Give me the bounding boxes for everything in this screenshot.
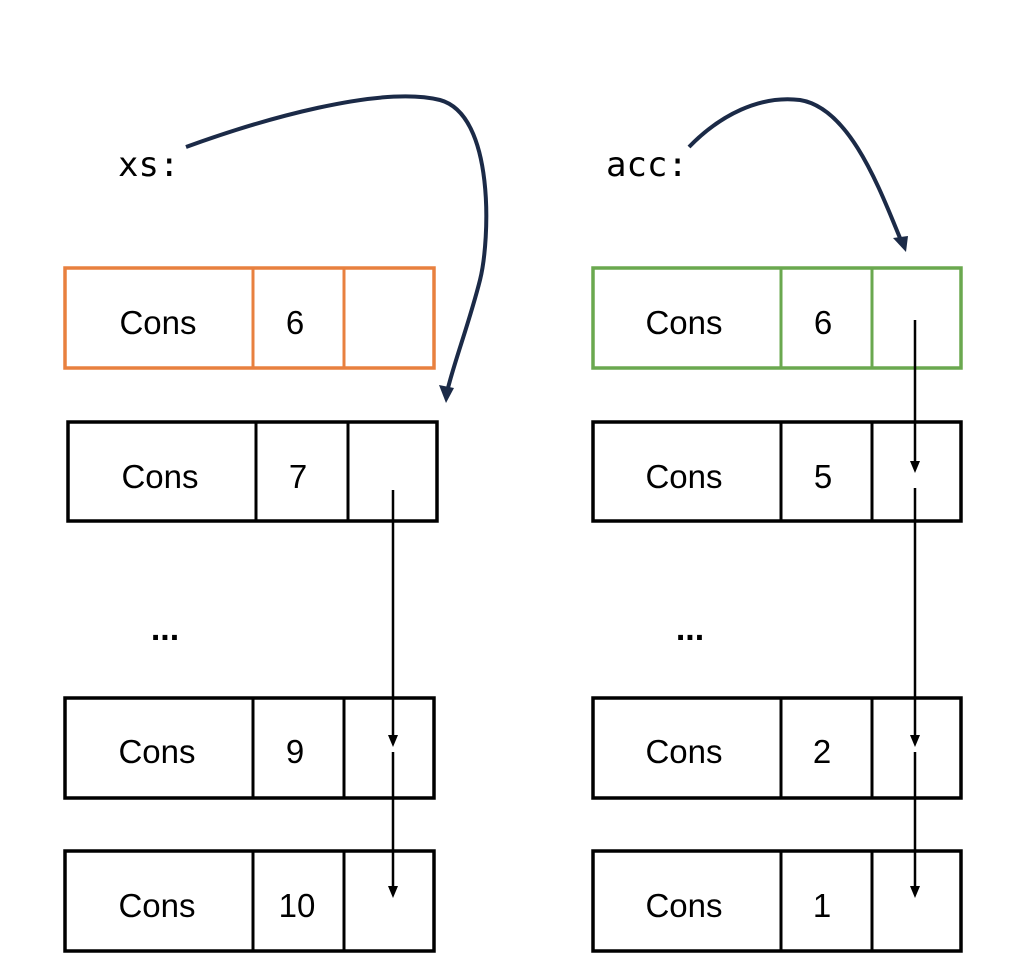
arrowhead-icon xyxy=(893,236,908,252)
arrowhead-icon xyxy=(439,385,454,403)
acc-next-arrow-2 xyxy=(910,752,920,898)
cons-label: Cons xyxy=(119,304,196,341)
acc-next-arrow-1 xyxy=(910,488,920,747)
acc-cell-1: Cons 5 xyxy=(591,420,963,523)
cons-box xyxy=(63,849,436,953)
acc-cell-0: Cons 6 xyxy=(591,266,963,370)
cons-box xyxy=(591,266,963,370)
xs-cell-0: Cons 6 xyxy=(63,266,436,370)
arrowhead-icon xyxy=(910,886,920,898)
cell-value: 7 xyxy=(289,458,307,495)
xs-cell-3: Cons 10 xyxy=(63,849,436,953)
acc-next-arrow-0 xyxy=(910,320,920,473)
acc-pointer-curve xyxy=(687,97,902,239)
acc-cell-2: Cons 2 xyxy=(591,696,963,800)
xs-next-arrow-2 xyxy=(388,752,398,898)
acc-label: acc: xyxy=(606,145,688,185)
cell-value: 6 xyxy=(814,304,832,341)
xs-next-arrow-1 xyxy=(388,490,398,747)
xs-pointer-arrow xyxy=(185,94,489,403)
arrowhead-icon xyxy=(388,735,398,747)
acc-cell-3: Cons 1 xyxy=(591,849,963,953)
arrowhead-icon xyxy=(910,735,920,747)
cell-value: 9 xyxy=(286,733,304,770)
cell-value: 5 xyxy=(814,458,832,495)
acc-pointer-arrow xyxy=(687,97,908,252)
xs-label: xs: xyxy=(118,145,179,185)
xs-cell-1: Cons 7 xyxy=(66,420,439,523)
cons-box xyxy=(591,696,963,800)
cons-label: Cons xyxy=(645,733,722,770)
cons-label: Cons xyxy=(118,887,195,924)
cons-box xyxy=(591,849,963,953)
cons-box xyxy=(63,266,436,370)
cell-value: 2 xyxy=(813,733,831,770)
cons-label: Cons xyxy=(118,733,195,770)
cons-label: Cons xyxy=(645,304,722,341)
cons-box xyxy=(63,696,436,800)
cons-label: Cons xyxy=(645,887,722,924)
cell-value: 10 xyxy=(279,887,316,924)
arrowhead-icon xyxy=(388,886,398,898)
cell-value: 1 xyxy=(813,887,831,924)
cons-box xyxy=(66,420,439,523)
cons-label: Cons xyxy=(645,458,722,495)
cons-label: Cons xyxy=(121,458,198,495)
cell-value: 6 xyxy=(286,304,304,341)
acc-ellipsis: ... xyxy=(676,610,704,648)
xs-pointer-curve xyxy=(185,94,489,389)
cons-box xyxy=(591,420,963,523)
xs-ellipsis: ... xyxy=(151,610,179,648)
arrowhead-icon xyxy=(910,461,920,473)
xs-cell-2: Cons 9 xyxy=(63,696,436,800)
